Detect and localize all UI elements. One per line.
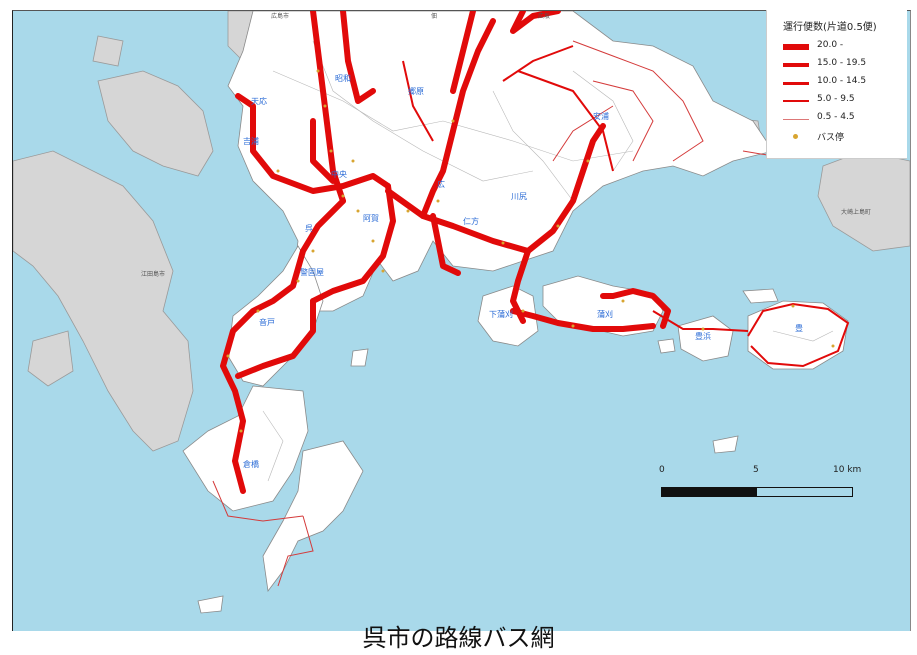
place-label-tsukuda: 佃 [431,13,438,20]
legend-item: 10.0 - 14.5 [783,76,903,90]
map-frame: 昭和 郷原 安浦 天応 吉浦 中央 広 川尻 阿賀 仁方 呉 警固屋 音戸 下蒲… [12,10,911,631]
legend-label: バス停 [817,133,845,143]
route-map [13,11,910,631]
legend-swatch-thick [783,63,809,67]
place-label-nishiku: 仁方 [463,217,479,226]
place-label-showa: 昭和 [335,74,351,83]
place-label-kamagari: 蒲刈 [597,310,613,319]
legend: 運行便数(片道0.5便) 20.0 - 15.0 - 19.5 10.0 - 1… [766,10,907,159]
legend-item: 15.0 - 19.5 [783,58,903,72]
legend-item: 20.0 - [783,40,903,54]
scale-label-5: 5 [753,465,759,475]
scale-bar-graphic [661,487,853,497]
place-label-ondo: 音戸 [259,318,275,327]
place-label-tenno: 天応 [251,97,267,106]
legend-label: 5.0 - 9.5 [817,94,855,104]
place-label-kure: 呉 [305,224,313,233]
legend-swatch-medium [783,82,809,85]
legend-swatch-thinnest [783,119,809,120]
legend-item-bus-stop: バス停 [783,130,903,144]
place-label-chuo: 中央 [331,170,347,179]
place-label-hiroshima: 広島市 [271,13,290,20]
scale-label-10km: 10 km [833,465,862,475]
place-label-yasuura: 安浦 [593,112,609,121]
legend-label: 15.0 - 19.5 [817,58,867,68]
place-label-hiro: 広 [437,180,445,189]
place-label-toyohama: 豊浜 [695,332,711,341]
scale-label-0: 0 [659,465,665,475]
legend-label: 20.0 - [817,40,844,50]
legend-item: 0.5 - 4.5 [783,112,903,126]
legend-swatch-thickest [783,44,809,50]
figure-caption: 呉市の路線バス網 [362,624,555,652]
place-label-keigoya: 警固屋 [300,268,324,277]
place-label-kawajiri: 川尻 [511,192,527,201]
place-label-osakikamijima: 大崎上島町 [841,209,872,216]
scale-bar-black-segment [662,488,757,496]
place-label-yoshiura: 吉浦 [243,137,259,146]
place-label-goubara: 郷原 [408,87,424,96]
legend-item: 5.0 - 9.5 [783,94,903,108]
place-label-hirosaka: 広坂 [538,13,551,20]
routes-thick [220,11,671,494]
place-label-shimokamagari: 下蒲刈 [489,310,513,319]
legend-label: 0.5 - 4.5 [817,112,855,122]
legend-swatch-thin [783,100,809,102]
minor-roads [262,40,834,482]
bus-stop-icon [793,134,798,139]
bus-stops [226,69,835,433]
routes-thin [212,40,774,587]
scale-bar: 0 5 10 km [655,465,905,505]
place-label-etajima: 江田島市 [141,271,166,278]
place-label-aga: 阿賀 [363,214,379,223]
legend-title: 運行便数(片道0.5便) [783,22,877,33]
legend-label: 10.0 - 14.5 [817,76,867,86]
place-label-yutaka: 豊 [795,324,803,333]
place-label-kurahashi: 倉橋 [243,460,259,469]
